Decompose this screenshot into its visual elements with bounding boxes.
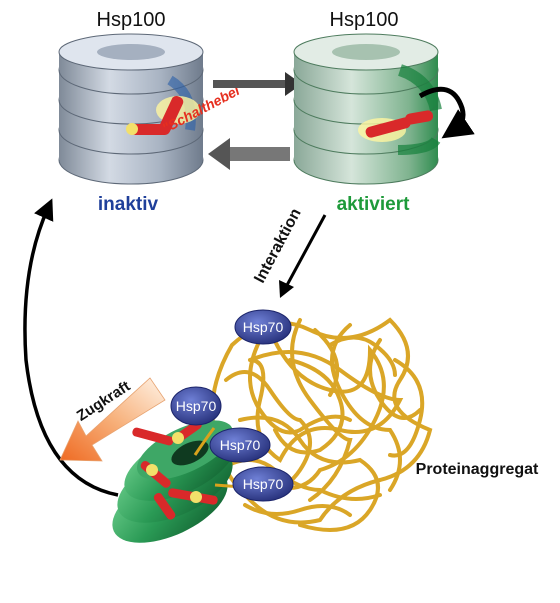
hsp70-label: Hsp70 [176,398,217,414]
lever-inactive [126,95,200,135]
deactivation-arrow [208,138,290,170]
hsp70-label: Hsp70 [220,437,261,453]
hsp70-upper-left: Hsp70 [170,386,222,426]
pull-force-arrow [59,377,166,462]
activation-arrow [213,72,302,96]
hsp100-activated-title: Hsp100 [330,9,399,31]
hsp70-top: Hsp70 [234,309,292,345]
lever-activated [358,110,434,142]
hsp70-bottom: Hsp70 [232,466,294,502]
state-activated-label: aktiviert [337,194,411,215]
rotation-arrow [418,86,475,139]
hsp70-label: Hsp70 [243,319,284,335]
activated-ring-stack [293,33,442,185]
recycle-arrow [23,198,119,497]
hsp100-inactive-complex: Hsp100 "Schalthebel" inaktiv [58,9,248,215]
interaction-label: Interaktion [251,206,304,286]
hsp100-engaged-complex [112,420,243,543]
state-inactive-label: inaktiv [98,194,159,215]
hsp100-activated-complex: Hsp100 aktiviert [293,9,475,215]
aggregate-label: Proteinaggregat [416,461,539,478]
hsp70-middle: Hsp70 [209,427,271,463]
hsp100-inactive-title: Hsp100 [97,9,166,31]
hsp70-label: Hsp70 [243,476,284,492]
interaction-arrow [279,214,327,298]
protein-aggregate [210,317,433,532]
state-transition-arrows [208,72,302,170]
